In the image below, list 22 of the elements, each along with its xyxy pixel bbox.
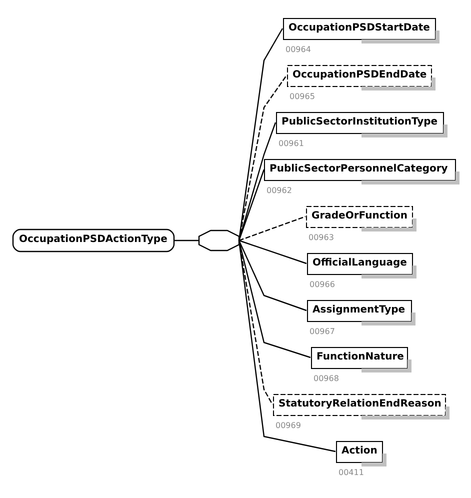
node-label: 00964 bbox=[285, 44, 310, 54]
connector bbox=[238, 216, 306, 242]
connector bbox=[238, 240, 306, 312]
node-octagon bbox=[198, 230, 240, 252]
connector bbox=[238, 169, 264, 241]
node-label: 00411 bbox=[338, 468, 364, 477]
node-label: 00967 bbox=[309, 326, 334, 336]
connector bbox=[238, 240, 336, 452]
connector bbox=[174, 240, 198, 242]
node-label: 00961 bbox=[278, 138, 304, 148]
node-label: 00969 bbox=[275, 420, 300, 430]
connector bbox=[238, 240, 306, 264]
connector bbox=[238, 122, 276, 241]
node-box: OccupationPSDActionType bbox=[12, 228, 174, 252]
node-label: 00965 bbox=[289, 92, 314, 101]
connector bbox=[238, 75, 286, 241]
node-label: 00963 bbox=[308, 232, 334, 242]
connector bbox=[238, 240, 310, 358]
connector bbox=[238, 28, 283, 241]
node-label: 00968 bbox=[313, 374, 338, 383]
node-label: 00966 bbox=[309, 280, 334, 289]
node-label: 00962 bbox=[266, 186, 292, 195]
